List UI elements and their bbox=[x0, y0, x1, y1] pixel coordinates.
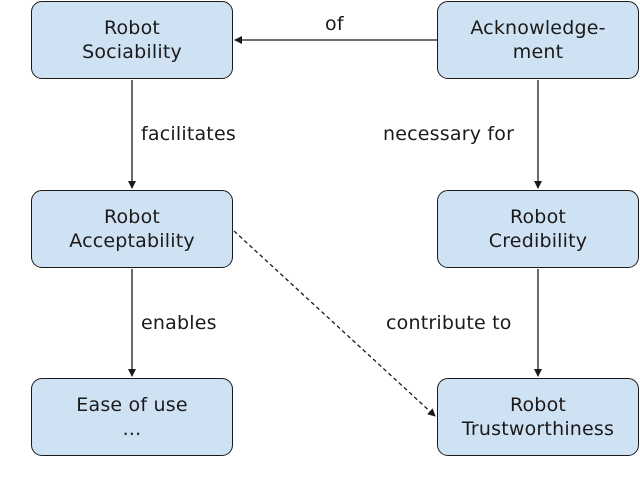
node-label-line: Trustworthiness bbox=[461, 418, 615, 440]
node-label-line: Sociability bbox=[82, 41, 182, 63]
node-label-line: Ease of use bbox=[76, 394, 188, 416]
node-label-line: Credibility bbox=[488, 230, 588, 252]
node-label-line: Acceptability bbox=[69, 230, 195, 252]
node-robot-trustworthiness: Robot Trustworthiness bbox=[437, 378, 639, 456]
node-label-line: Acknowledge- bbox=[470, 17, 606, 39]
edge-label-enables: enables bbox=[141, 312, 217, 334]
node-label-line: Robot bbox=[509, 394, 567, 416]
node-acknowledgement: Acknowledge- ment bbox=[437, 1, 639, 79]
node-label-line: Robot bbox=[509, 206, 567, 228]
edge-label-necessary-for: necessary for bbox=[383, 123, 515, 145]
node-label-line: ment bbox=[512, 41, 564, 63]
node-robot-sociability: Robot Sociability bbox=[31, 1, 233, 79]
edge-label-contribute-to: contribute to bbox=[386, 312, 512, 334]
node-label-line: Robot bbox=[103, 206, 161, 228]
edge-acceptability-to-trustworthiness-dashed bbox=[233, 230, 436, 417]
edge-label-of: of bbox=[325, 13, 344, 35]
node-robot-credibility: Robot Credibility bbox=[437, 190, 639, 268]
node-ease-of-use: Ease of use ... bbox=[31, 378, 233, 456]
node-robot-acceptability: Robot Acceptability bbox=[31, 190, 233, 268]
edge-label-facilitates: facilitates bbox=[141, 123, 236, 145]
node-label-line: Robot bbox=[103, 17, 161, 39]
node-label-line: ... bbox=[122, 418, 142, 440]
